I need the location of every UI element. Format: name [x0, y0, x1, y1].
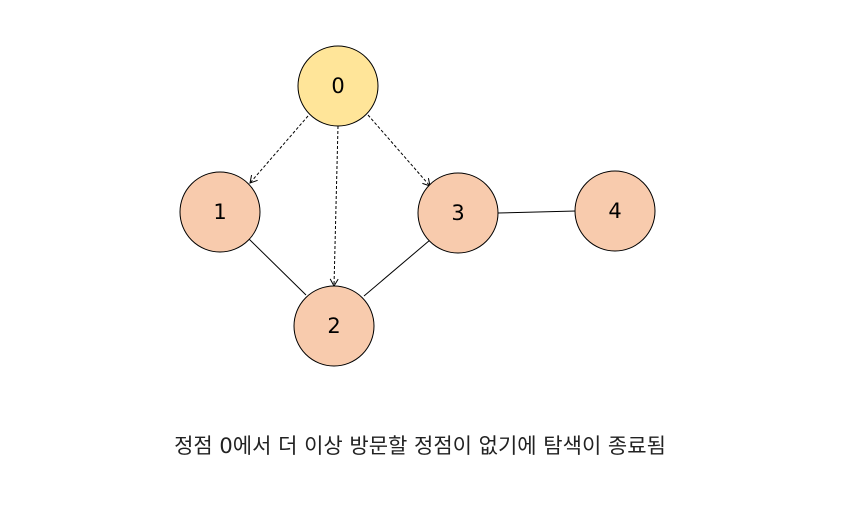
edge-1-2: [248, 238, 307, 296]
node-1: 1: [179, 171, 261, 253]
edge-3-4: [497, 210, 577, 214]
node-0-circle: [297, 45, 379, 127]
node-0: 0: [297, 45, 379, 127]
node-2-label: 2: [327, 314, 340, 338]
edge-0-3-arrow: [367, 114, 431, 187]
node-0-label: 0: [331, 74, 344, 98]
node-4-circle: [574, 170, 656, 252]
node-3-circle: [417, 172, 499, 254]
node-1-circle: [179, 171, 261, 253]
edge-2-3: [363, 239, 431, 297]
node-4-label: 4: [608, 199, 621, 223]
node-2-circle: [293, 285, 375, 367]
edge-0-1-arrow: [249, 115, 309, 184]
diagram-caption: 정점 0에서 더 이상 방문할 정점이 없기에 탐색이 종료됨: [174, 434, 666, 458]
node-1-label: 1: [213, 200, 226, 224]
node-3: 3: [417, 172, 499, 254]
node-2: 2: [293, 285, 375, 367]
edge-0-2-arrow: [329, 125, 339, 288]
node-4: 4: [574, 170, 656, 252]
node-3-label: 3: [451, 201, 464, 225]
